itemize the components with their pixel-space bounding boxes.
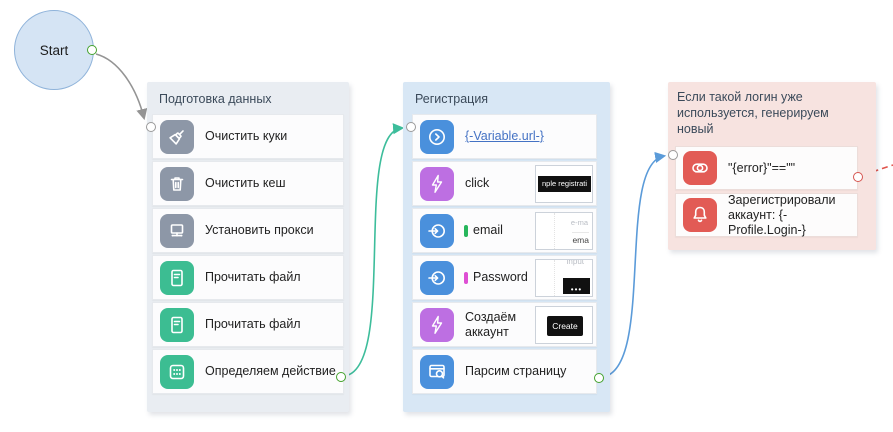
action-if-error-empty[interactable]: "{error}"=="" (675, 146, 858, 190)
action-label: Password (473, 270, 528, 284)
start-node[interactable]: Start (14, 10, 94, 90)
connector-prepare-to-register (343, 123, 405, 377)
action-parse-page[interactable]: Парсим страницу (412, 349, 597, 394)
connector-register-to-check (602, 151, 667, 378)
lightning-icon (420, 307, 454, 342)
connector-start-to-prepare (95, 53, 148, 121)
action-set-password[interactable]: Password input ••• (412, 255, 597, 300)
grid-icon (160, 354, 194, 389)
action-determine-action[interactable]: Определяем действие (152, 349, 344, 394)
broom-icon (160, 119, 194, 154)
browser-search-icon (420, 354, 454, 389)
input-icon (420, 213, 454, 248)
group-login-check: Если такой логин уже используется, генер… (668, 82, 876, 250)
action-click[interactable]: click nple registrati (412, 161, 597, 206)
lightning-icon (420, 166, 454, 201)
thumbnail-text: input (566, 258, 584, 266)
password-marker (464, 271, 468, 284)
email-field-thumbnail: e-ma ema (535, 211, 593, 250)
thumbnail-text: e-ma (570, 217, 588, 227)
registration-in-port[interactable] (406, 122, 416, 132)
action-set-email[interactable]: email e-ma ema (412, 208, 597, 253)
trash-icon (160, 166, 194, 201)
prepare-out-port[interactable] (336, 372, 346, 382)
group-title: Подготовка данных (159, 92, 272, 106)
thumbnail-divider (554, 259, 555, 296)
thumbnail-text: ema (572, 231, 589, 245)
click-target-thumbnail: nple registrati (535, 164, 593, 203)
group-title: Регистрация (415, 92, 489, 106)
notification-label: Зарегистрировали аккаунт: {-Profile.Logi… (728, 192, 836, 237)
action-label: Установить прокси (205, 223, 314, 237)
action-notify-registered[interactable]: Зарегистрировали аккаунт: {-Profile.Logi… (675, 193, 858, 237)
action-label: Прочитать файл (205, 270, 301, 284)
file-icon (160, 260, 194, 295)
registration-out-port[interactable] (594, 373, 604, 383)
proxy-icon (160, 213, 194, 248)
action-label: Создаём аккаунт (465, 309, 517, 339)
email-marker (464, 224, 468, 237)
action-label: email (473, 223, 503, 237)
action-label: click (465, 176, 490, 190)
login-check-in-port[interactable] (668, 150, 678, 160)
action-set-proxy[interactable]: Установить прокси (152, 208, 344, 253)
action-read-file-2[interactable]: Прочитать файл (152, 302, 344, 347)
url-link[interactable]: {-Variable.url-} (465, 129, 544, 143)
action-label: Определяем действие (205, 364, 336, 378)
navigate-icon (420, 119, 454, 154)
action-label: Очистить куки (205, 129, 288, 143)
action-goto-url[interactable]: {-Variable.url-} (412, 114, 597, 159)
input-icon (420, 260, 454, 295)
group-registration: Регистрация {-Variable.url-} click nple … (403, 82, 610, 412)
prepare-in-port[interactable] (146, 122, 156, 132)
create-button-thumbnail: Create (535, 305, 593, 344)
toggle-eye-icon (683, 151, 717, 185)
action-create-account[interactable]: Создаём аккаунт Create (412, 302, 597, 347)
action-read-file-1[interactable]: Прочитать файл (152, 255, 344, 300)
start-label: Start (39, 42, 69, 58)
condition-label: "{error}"=="" (728, 160, 796, 175)
thumbnail-text: nple registrati (538, 175, 591, 192)
start-out-port[interactable] (87, 45, 97, 55)
password-field-thumbnail: input ••• (535, 258, 593, 297)
action-clear-cookies[interactable]: Очистить куки (152, 114, 344, 159)
thumbnail-divider (554, 212, 555, 249)
error-out-port[interactable] (853, 172, 863, 182)
action-label: Прочитать файл (205, 317, 301, 331)
group-title: Если такой логин уже используется, генер… (677, 90, 829, 136)
bell-icon (683, 198, 717, 232)
action-clear-cache[interactable]: Очистить кеш (152, 161, 344, 206)
thumbnail-text: Create (547, 315, 583, 336)
thumbnail-text: ••• (563, 277, 590, 294)
file-icon (160, 307, 194, 342)
action-label: Очистить кеш (205, 176, 286, 190)
action-label: Парсим страницу (465, 364, 567, 378)
group-prepare-data: Подготовка данных Очистить куки Очистить… (147, 82, 349, 412)
